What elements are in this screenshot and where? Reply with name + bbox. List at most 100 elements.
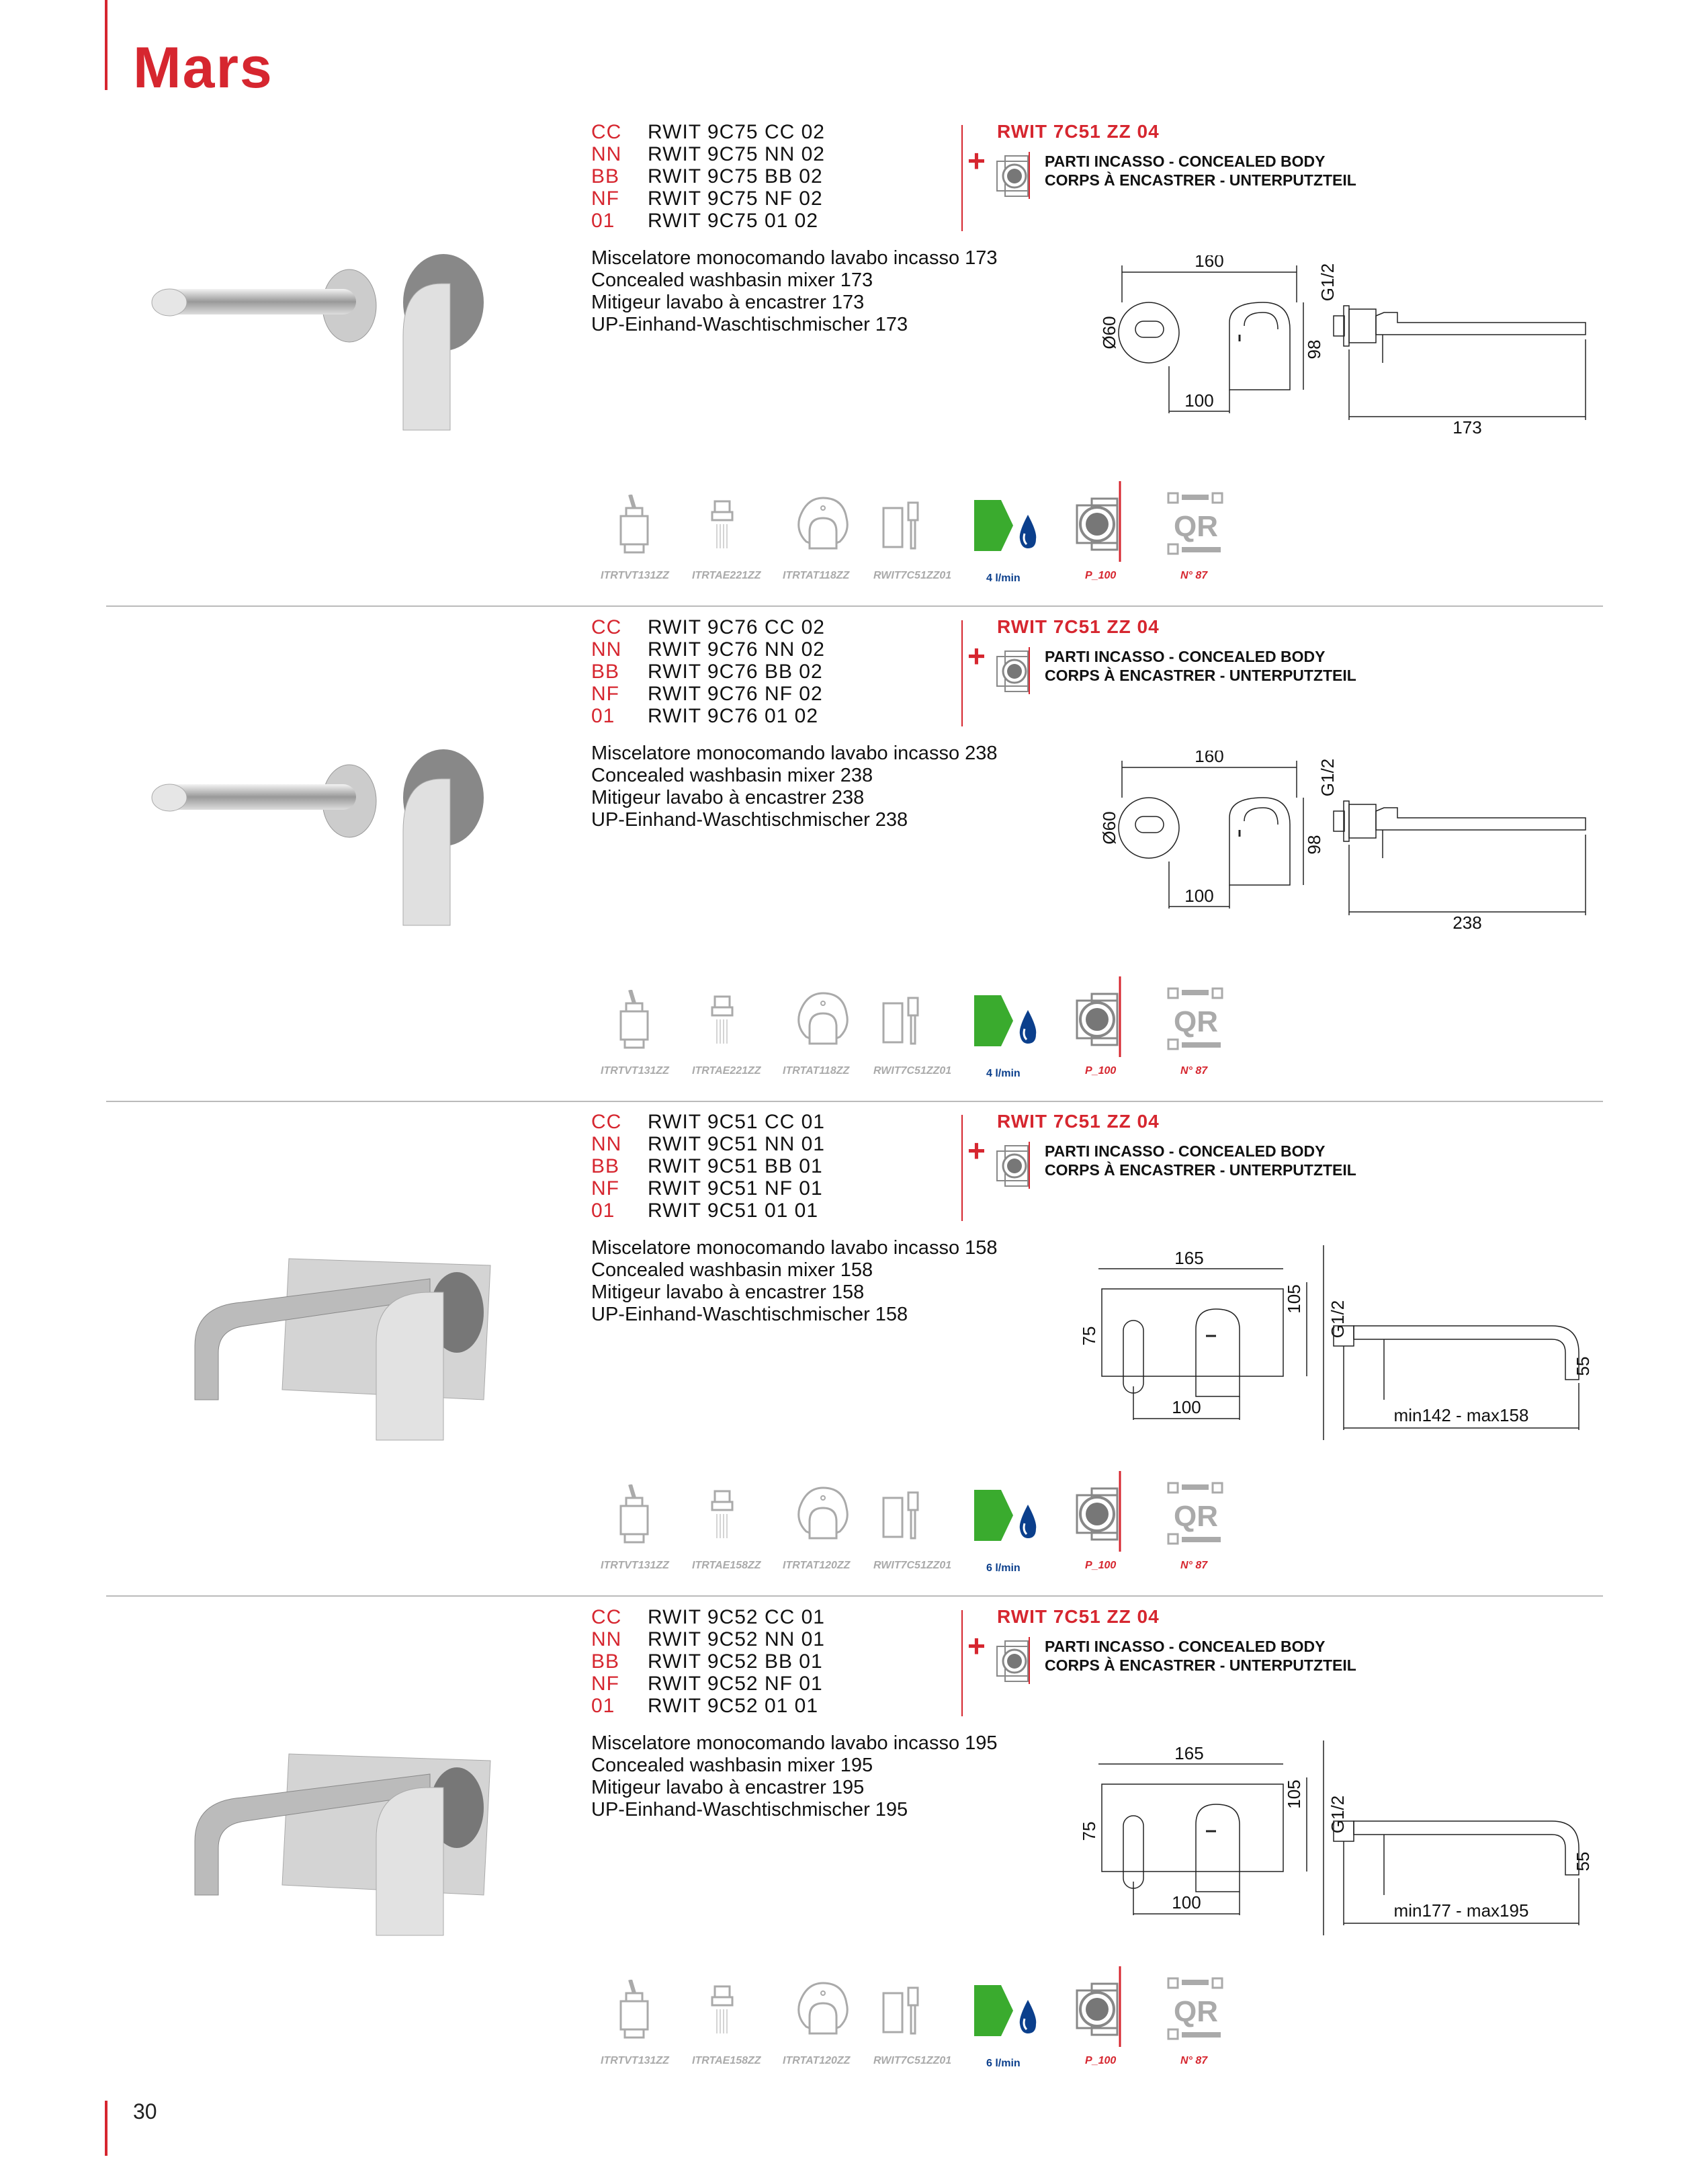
product-description: Miscelatore monocomando lavabo incasso 1… <box>591 1732 998 1821</box>
qr-code-icon[interactable]: QR <box>1166 491 1226 561</box>
page-number: 30 <box>133 2099 157 2124</box>
accessory-code: ITRTAT120ZZ <box>783 2055 851 2066</box>
water-saving-icon <box>974 995 1041 1052</box>
article-code: RWIT 9C52 NN 01 <box>648 1628 825 1650</box>
finish-code: CC <box>591 121 622 143</box>
pressure-icon <box>1072 1966 1132 2050</box>
section-divider <box>106 605 1603 607</box>
description-line: Miscelatore monocomando lavabo incasso 1… <box>591 1237 998 1259</box>
article-code: RWIT 9C75 CC 02 <box>648 121 825 143</box>
accessory-line: PARTI INCASSO - CONCEALED BODY <box>1045 648 1326 665</box>
dimension-thread: G1/2 <box>1317 759 1338 796</box>
dimension-height: 105 <box>1284 1779 1304 1808</box>
accessory-code: ITRTVT131ZZ <box>601 1560 669 1571</box>
finish-code: BB <box>591 661 620 683</box>
qr-code-icon[interactable]: QR <box>1166 1976 1226 2046</box>
article-code: RWIT 9C51 CC 01 <box>648 1111 825 1133</box>
description-line: UP-Einhand-Waschtischmischer 158 <box>591 1304 908 1325</box>
description-line: Miscelatore monocomando lavabo incasso 1… <box>591 247 998 269</box>
water-saving-icon <box>974 500 1041 557</box>
product-photo <box>134 1720 537 1952</box>
product-description: Miscelatore monocomando lavabo incasso 1… <box>591 247 998 336</box>
article-code: RWIT 9C51 NF 01 <box>648 1177 823 1200</box>
product-code-row: NN RWIT 9C51 NN 01 <box>591 1133 825 1155</box>
dimension-thread: G1/2 <box>1317 263 1338 301</box>
article-code: RWIT 9C76 CC 02 <box>648 616 825 638</box>
description-line: Concealed washbasin mixer 158 <box>591 1259 873 1281</box>
lever-handle-icon <box>615 494 656 558</box>
finish-code: NN <box>591 1133 622 1155</box>
dimension-length: 238 <box>1453 913 1481 933</box>
accessory-code: ITRTAE158ZZ <box>692 1560 761 1571</box>
pressure-label: P_100 <box>1085 2055 1117 2066</box>
plus-icon: + <box>967 1133 986 1168</box>
product-photo <box>134 1225 537 1457</box>
accessory-code: RWIT7C51ZZ01 <box>873 1065 952 1077</box>
aerator-icon <box>705 1980 739 2044</box>
product-code-row: CC RWIT 9C75 CC 02 <box>591 121 825 143</box>
dimension-drop: 55 <box>1573 1357 1592 1376</box>
article-code: RWIT 9C51 NN 01 <box>648 1133 825 1155</box>
dimension-length: 173 <box>1453 417 1481 437</box>
svg-text:QR: QR <box>1174 510 1218 543</box>
qr-code-icon[interactable]: QR <box>1166 986 1226 1056</box>
description-line: UP-Einhand-Waschtischmischer 195 <box>591 1799 908 1820</box>
finish-code: NF <box>591 187 619 210</box>
description-line: Miscelatore monocomando lavabo incasso 2… <box>591 743 998 764</box>
finish-code: BB <box>591 1155 620 1177</box>
finish-code: NF <box>591 1177 619 1200</box>
description-line: UP-Einhand-Waschtischmischer 173 <box>591 314 908 335</box>
accessory-line: CORPS À ENCASTRER - UNTERPUTZTEIL <box>1045 667 1356 684</box>
article-code: RWIT 9C75 BB 02 <box>648 165 823 187</box>
footer-accent-bar <box>105 2101 107 2156</box>
escutcheon-icon <box>793 1980 853 2044</box>
pressure-label: P_100 <box>1085 1560 1117 1571</box>
qr-code-icon[interactable]: QR <box>1166 1480 1226 1551</box>
page-title: Mars <box>133 36 273 100</box>
accessory-line: CORPS À ENCASTRER - UNTERPUTZTEIL <box>1045 1161 1356 1179</box>
description-line: Concealed washbasin mixer 195 <box>591 1755 873 1776</box>
accessory-line: CORPS À ENCASTRER - UNTERPUTZTEIL <box>1045 1656 1356 1674</box>
dimension-diameter: Ø60 <box>1099 811 1119 844</box>
product-photo <box>134 730 537 962</box>
finish-code: NN <box>591 638 622 661</box>
article-code: RWIT 9C76 NF 02 <box>648 683 823 705</box>
accessory-code: ITRTVT131ZZ <box>601 570 669 581</box>
plus-icon: + <box>967 1628 986 1663</box>
article-code: RWIT 9C75 NN 02 <box>648 143 825 165</box>
dimension-thread: G1/2 <box>1328 1300 1348 1338</box>
header-accent-bar <box>105 0 107 90</box>
aerator-icon <box>705 495 739 558</box>
qr-number: N° 87 <box>1180 2055 1208 2066</box>
water-saving-icon <box>974 1490 1041 1547</box>
finish-code: NN <box>591 143 622 165</box>
description-line: Miscelatore monocomando lavabo incasso 1… <box>591 1732 998 1754</box>
svg-text:QR: QR <box>1174 1005 1218 1038</box>
product-code-row: NN RWIT 9C75 NN 02 <box>591 143 825 165</box>
product-description: Miscelatore monocomando lavabo incasso 2… <box>591 743 998 831</box>
lever-handle-icon <box>615 989 656 1054</box>
description-line: Mitigeur lavabo à encastrer 195 <box>591 1777 865 1798</box>
lever-handle-icon <box>615 1484 656 1548</box>
accessory-code-title: RWIT 7C51 ZZ 04 <box>997 121 1160 142</box>
article-code: RWIT 9C76 01 02 <box>648 705 819 727</box>
dimension-height: 105 <box>1284 1284 1304 1313</box>
accessory-code: RWIT7C51ZZ01 <box>873 570 952 581</box>
dimension-length: min142 - max158 <box>1394 1405 1529 1425</box>
accessory-line: PARTI INCASSO - CONCEALED BODY <box>1045 1638 1326 1655</box>
